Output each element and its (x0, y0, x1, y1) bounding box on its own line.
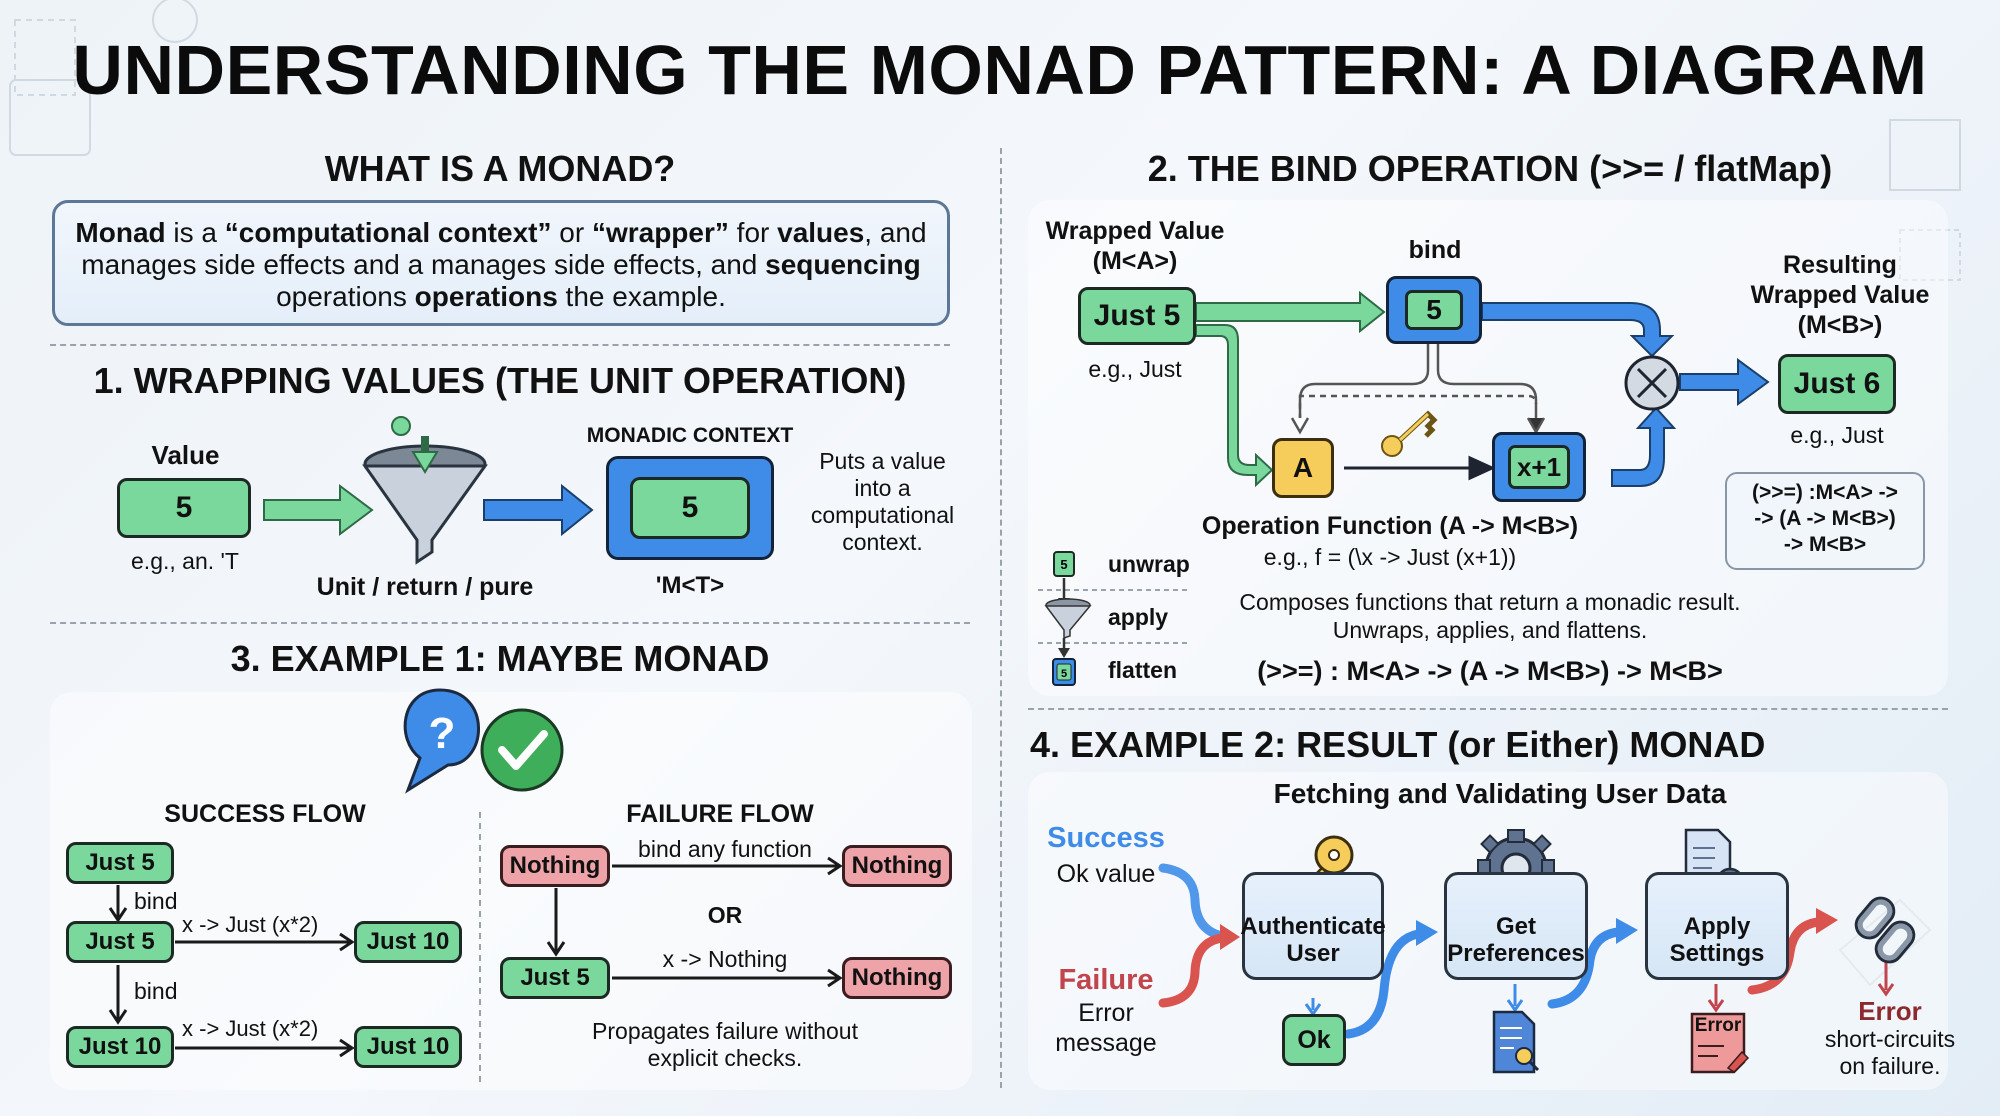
success-label: Success (1047, 822, 1165, 854)
bind-heading: 2. THE BIND OPERATION (>>= / flatMap) (1147, 148, 1833, 189)
success-node-just5: Just 5 (66, 842, 174, 884)
bind-label: bind (134, 888, 178, 914)
success-node-just10-b: Just 10 (66, 1026, 174, 1068)
success-node-just5-b: Just 5 (66, 921, 174, 963)
bind-description: Composes functions that return a monadic… (1239, 589, 1741, 643)
bind-label: bind (134, 978, 178, 1004)
wrapped-value-label: Wrapped Value (M<A>) (1045, 217, 1225, 275)
section-divider (50, 622, 970, 624)
definition-line-1: Monad is a “computational context” or “w… (55, 217, 947, 249)
function-node: x+1 (1508, 445, 1570, 489)
wrapped-value-node: Just 5 (1078, 287, 1196, 345)
result-value-node: Just 6 (1778, 354, 1896, 414)
success-node-just10-c: Just 10 (354, 1026, 462, 1068)
definition-segment: , and (864, 217, 927, 248)
funnel-icon (362, 416, 488, 565)
success-fn-label: x -> Just (x*2) (182, 912, 319, 937)
error-output-label: Error (1694, 1015, 1742, 1036)
function-box: x+1 (1492, 432, 1586, 502)
page-title: UNDERSTANDING THE MONAD PATTERN: A DIAGR… (72, 31, 1928, 109)
success-sublabel: Ok value (1056, 860, 1156, 888)
failure-node-nothing: Nothing (500, 845, 610, 887)
definition-segment: sequencing (765, 249, 921, 280)
success-flow-title: SUCCESS FLOW (164, 800, 366, 828)
definition-segment: “computational context” (224, 217, 552, 248)
definition-segment: or (551, 217, 592, 248)
bind-label: bind (1408, 236, 1462, 264)
maybe-heading: 3. EXAMPLE 1: MAYBE MONAD (230, 638, 770, 679)
blue-arrow-icon (483, 483, 594, 537)
success-fn-label: x -> Just (x*2) (182, 1016, 319, 1041)
result-value-caption: e.g., Just (1790, 422, 1884, 448)
result-value-label: Resulting Wrapped Value (M<B>) (1750, 251, 1930, 339)
definition-segment: is a (165, 217, 225, 248)
definition-segment: Monad (75, 217, 166, 248)
end-error-sublabel: short-circuits on failure. (1824, 1026, 1956, 1079)
context-caption: 'M<T> (655, 572, 725, 599)
value-node: 5 (117, 478, 251, 538)
end-error-label: Error (1858, 996, 1922, 1026)
monadic-context-label: MONADIC CONTEXT (586, 424, 794, 447)
failure-node-nothing-c: Nothing (842, 957, 952, 999)
signature-box: (>>=) :⁠M<A> -> -> (A -> M<B>) -> M<B> (1725, 472, 1925, 570)
definition-line-2: manages side effects and a manages side … (55, 249, 947, 281)
failure-label: Failure (1058, 964, 1154, 996)
legend-unwrap: unwrap (1108, 551, 1190, 577)
definition-segment: “wrapper” (591, 217, 729, 248)
definition-segment: manages side effects and a manages side … (81, 249, 766, 280)
wrapping-description: Puts a value into a computational contex… (810, 448, 955, 555)
failure-fn-label: x -> Nothing (662, 946, 788, 972)
value-caption: e.g., an. 'T (131, 548, 239, 574)
failure-fn-label: bind any function (638, 836, 812, 862)
failure-note: Propagates failure without explicit chec… (592, 1018, 858, 1071)
column-divider (1000, 148, 1002, 1088)
definition-box: Monad is a “computational context” or “w… (52, 200, 950, 326)
bind-signature: (>>=) : M<A> -> (A -> M<B>) -> M<B> (1257, 656, 1723, 686)
legend-flatten: flatten (1108, 657, 1177, 683)
definition-segment: the example. (557, 281, 726, 312)
a-node: A (1272, 438, 1334, 498)
result-heading: 4. EXAMPLE 2: RESULT (or Either) MONAD (1030, 724, 1766, 765)
definition-segment: values (777, 217, 865, 248)
result-subtitle: Fetching and Validating User Data (1273, 778, 1727, 809)
bind-box: 5 (1386, 276, 1482, 344)
section-divider (1028, 708, 1948, 710)
operation-function-label: Operation Function (A -> M<B>) (1201, 512, 1579, 540)
or-label: OR (707, 902, 743, 928)
bind-value-node: 5 (1405, 290, 1463, 330)
failure-node-just5: Just 5 (500, 957, 610, 999)
success-node-just10: Just 10 (354, 921, 462, 963)
what-is-heading: WHAT IS A MONAD? (324, 148, 676, 189)
failure-node-nothing-b: Nothing (842, 845, 952, 887)
green-arrow-icon (263, 484, 374, 536)
definition-segment: for (728, 217, 778, 248)
definition-segment: operations (414, 281, 558, 312)
definition-segment: operations (276, 281, 415, 312)
failure-flow-title: FAILURE FLOW (626, 800, 814, 828)
funnel-label: Unit / return / pure (316, 573, 534, 601)
operation-function-example: e.g., f = (\x -> Just (x+1)) (1263, 544, 1517, 570)
value-label: Value (151, 440, 220, 470)
section-divider (50, 344, 950, 346)
monadic-context-box: 5 (606, 456, 774, 560)
definition-line-3: operations operations the example. (55, 281, 947, 313)
legend-apply: apply (1108, 604, 1169, 630)
wrapped-value-caption: e.g., Just (1088, 356, 1182, 382)
wrapping-heading: 1. WRAPPING VALUES (THE UNIT OPERATION) (93, 360, 907, 401)
bind-panel (1028, 200, 1948, 696)
context-value-node: 5 (630, 477, 750, 539)
ok-output-node: Ok (1282, 1014, 1346, 1066)
failure-sublabel: Error message (1055, 999, 1157, 1057)
